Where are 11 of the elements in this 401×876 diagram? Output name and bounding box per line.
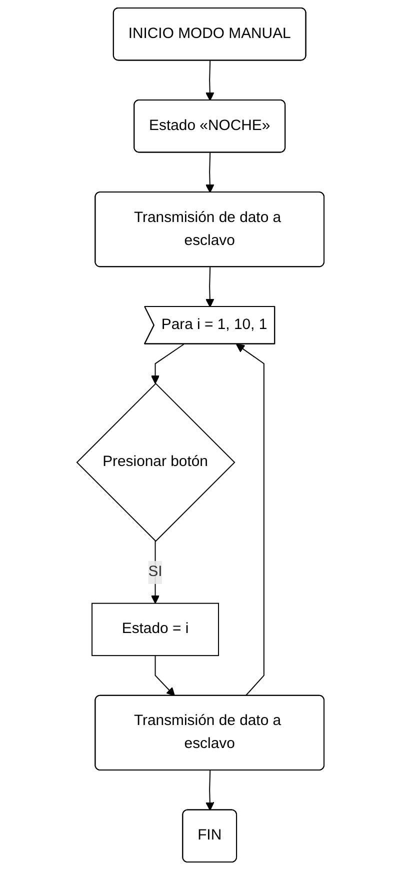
arrow [236, 344, 264, 696]
arrow [150, 344, 184, 384]
arrow [150, 540, 160, 604]
arrow [206, 152, 214, 193]
edge-label: SI [148, 563, 162, 580]
arrow [206, 60, 214, 101]
arrow [206, 266, 214, 308]
arrow [154, 655, 176, 696]
arrow [206, 770, 214, 811]
node-box: Estado = i [92, 602, 220, 656]
node-diamond: Presionar botón [76, 382, 236, 542]
